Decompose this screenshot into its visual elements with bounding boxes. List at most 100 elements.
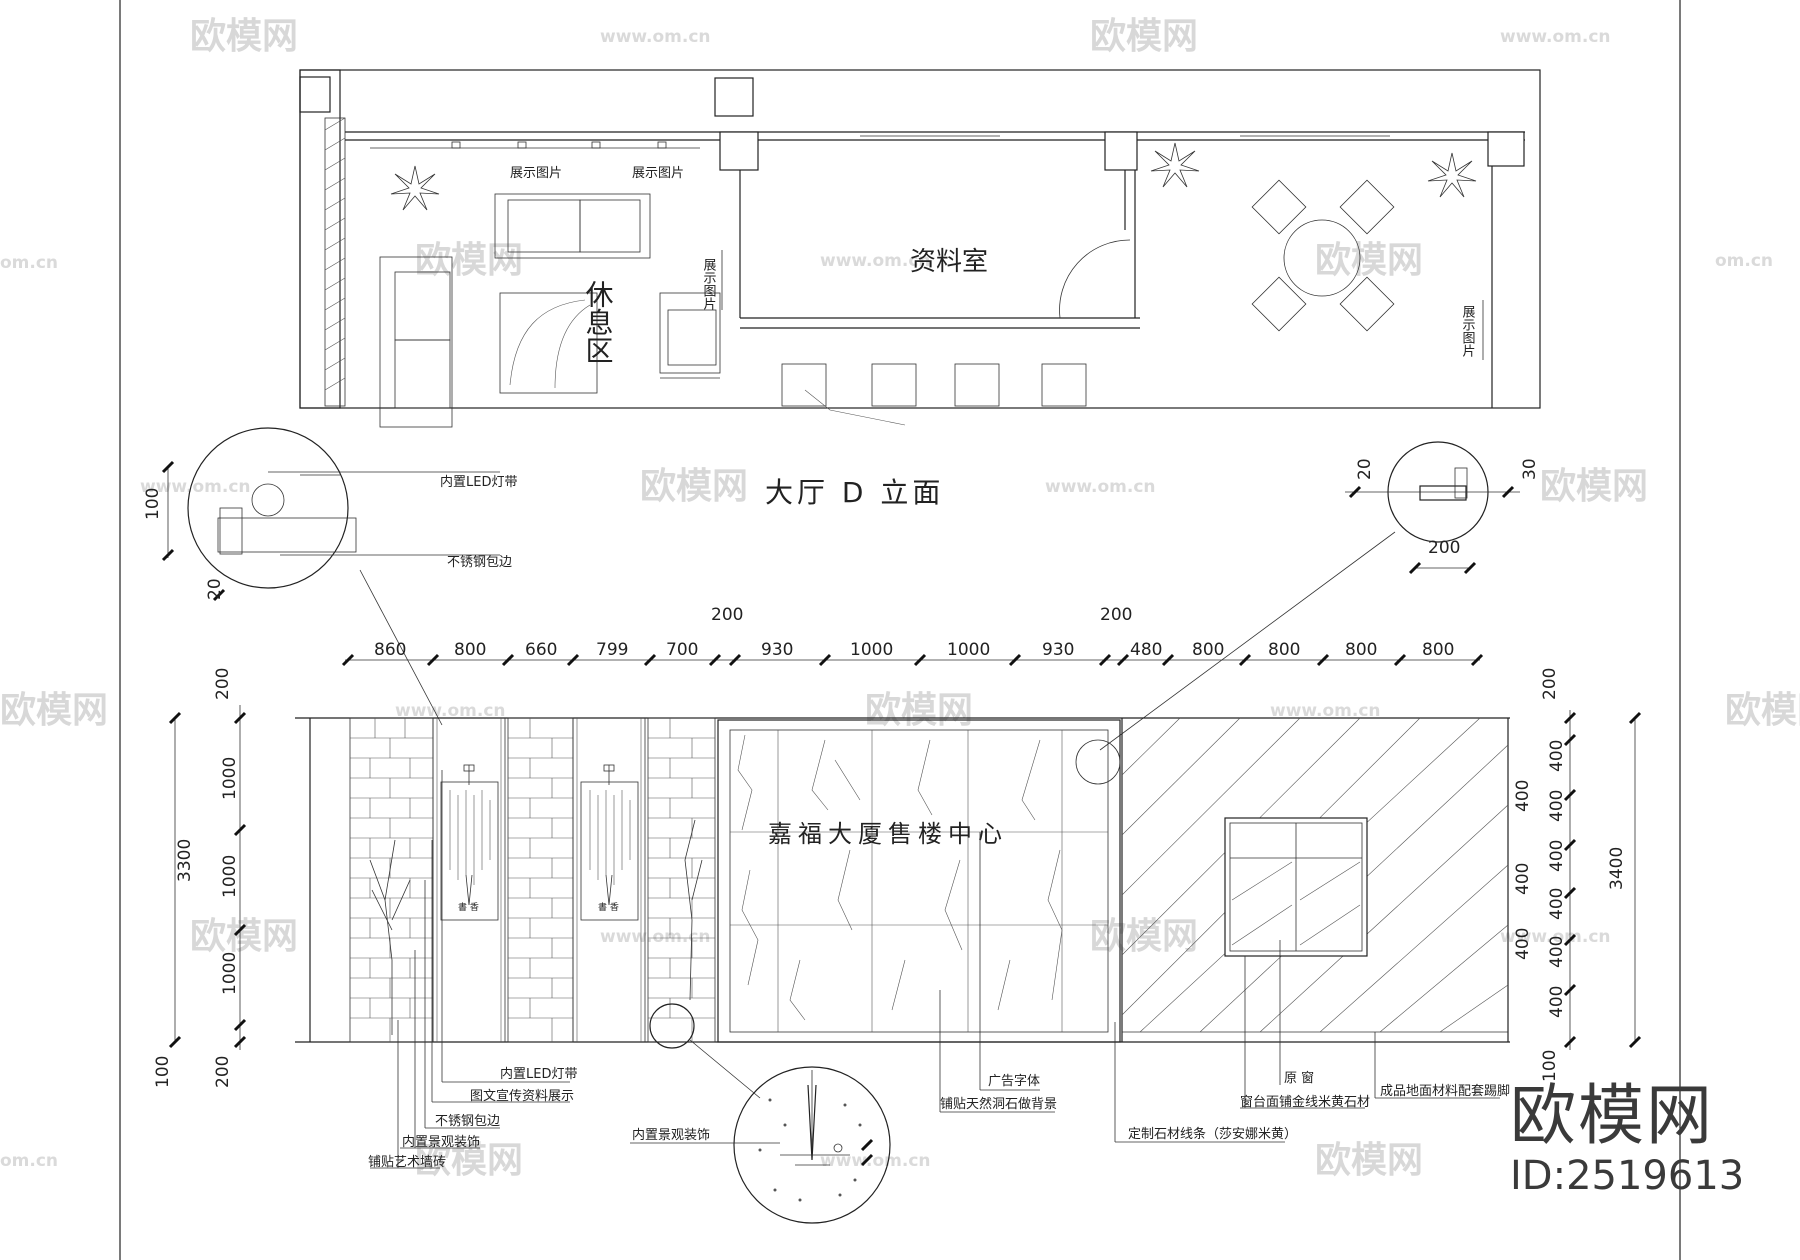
plan-display-pictures-label: 展示图片 <box>632 166 684 181</box>
dim-top: 660 <box>525 640 557 660</box>
dim-top: 480 <box>1130 640 1162 660</box>
plant-icon <box>390 165 440 211</box>
watermark-url: www.om.cn <box>600 27 711 47</box>
dim-left: 1000 <box>220 952 240 995</box>
door-swing <box>1059 239 1131 319</box>
brick-panel <box>647 717 716 1043</box>
callout-led: 内置LED灯带 <box>500 1066 577 1082</box>
plant-icon <box>1150 142 1200 188</box>
watermark-brand: 欧模网 <box>1725 690 1800 731</box>
watermark-url: www.om.cn <box>1500 27 1611 47</box>
armchair-icon <box>659 292 721 374</box>
watermark-brand: 欧模网 <box>1315 1140 1423 1181</box>
watermark-brand: 欧模网 <box>865 690 973 731</box>
dim-top: 1000 <box>850 640 893 660</box>
dim-right: 400 <box>1513 928 1533 960</box>
plan-corner-column <box>299 76 331 113</box>
callout-landscape-detail: 内置景观装饰 <box>632 1127 710 1143</box>
watermark-url: www.om.cn <box>600 927 711 947</box>
dim-left: 200 <box>213 1056 233 1088</box>
stool-icon <box>954 363 1000 407</box>
callout-brochure: 图文宣传资料展示 <box>470 1088 574 1104</box>
plan-outline <box>299 69 1541 409</box>
watermark-brand: 欧模网 <box>1090 16 1198 57</box>
callout-window-stone: 窗台面铺金线米黄石材 <box>1240 1094 1370 1110</box>
dim-right: 400 <box>1547 888 1567 920</box>
watermark-url: om.cn <box>0 253 58 273</box>
detail-dim-100: 100 <box>143 488 163 520</box>
watermark-brand: 欧模网 <box>1090 916 1198 957</box>
dim-top-extra: 200 <box>711 605 743 625</box>
detail-dim-20-right: 20 <box>1355 458 1375 480</box>
floor-plan: 展示图片 展示图片 休息区 <box>299 69 1541 428</box>
dim-top: 800 <box>1192 640 1224 660</box>
dim-right: 400 <box>1547 840 1567 872</box>
plan-column <box>1487 131 1525 167</box>
panel-small-text: 書 香 <box>598 901 619 913</box>
dim-right: 400 <box>1547 986 1567 1018</box>
plan-display-pictures-vertical: 展示图片 <box>1460 305 1476 357</box>
watermark-brand: 欧模网 <box>0 690 108 731</box>
detail-circle-bottom <box>733 1066 891 1224</box>
dim-top: 860 <box>374 640 406 660</box>
detail-dim-30: 30 <box>1520 458 1540 480</box>
watermark-brand: 欧模网 <box>1315 240 1423 281</box>
dim-left: 100 <box>153 1056 173 1088</box>
dim-top: 800 <box>1268 640 1300 660</box>
dim-left-total: 3300 <box>175 839 195 882</box>
watermark-url: www.om.cn <box>820 1151 931 1171</box>
dim-right-total: 3400 <box>1607 847 1627 890</box>
stool-icon <box>1041 363 1087 407</box>
dim-top: 800 <box>1345 640 1377 660</box>
callout-skirting: 成品地面材料配套踢脚 <box>1380 1083 1510 1099</box>
dim-right-bottom: 100 <box>1540 1050 1560 1082</box>
window <box>1224 817 1368 957</box>
callouts: 内置LED灯带 图文宣传资料展示 不锈钢包边 内置景观装饰 铺贴艺术墙砖 <box>368 770 1510 1224</box>
callout-stone-line: 定制石材线条（莎安娜米黄） <box>1128 1126 1297 1142</box>
brand-stamp: 欧模网 ID:2519613 <box>1510 1080 1800 1200</box>
detail-dim-20: 20 <box>205 578 225 600</box>
plan-rest-area-label: 休息区 <box>582 280 615 364</box>
dim-top: 930 <box>761 640 793 660</box>
dim-left: 1000 <box>220 855 240 898</box>
dim-right: 400 <box>1513 780 1533 812</box>
stone-wall <box>1121 717 1509 1042</box>
plan-display-pictures-label: 展示图片 <box>510 166 562 181</box>
detail-circle-right: 20 30 200 <box>1099 441 1540 751</box>
plan-column <box>1104 131 1138 171</box>
sign-text: 嘉福大厦售楼中心 <box>768 820 1008 848</box>
watermark-brand: 欧模网 <box>415 240 523 281</box>
callout-steel: 不锈钢包边 <box>435 1114 500 1129</box>
plan-column-top <box>714 77 754 117</box>
detail-circle-left: 内置LED灯带 不锈钢包边 100 20 <box>143 427 517 726</box>
round-table-icon <box>1251 179 1395 332</box>
watermark-url: www.om.cn <box>395 701 506 721</box>
callout-landscape: 内置景观装饰 <box>402 1134 480 1150</box>
dim-top: 930 <box>1042 640 1074 660</box>
brick-panel <box>349 717 434 1043</box>
watermark-brand: 欧模网 <box>415 1140 523 1181</box>
brand-name: 欧模网 <box>1510 1077 1714 1154</box>
dim-top: 700 <box>666 640 698 660</box>
dim-top: 1000 <box>947 640 990 660</box>
left-dimension-chain: 3300 200 1000 1000 1000 200 100 <box>153 668 247 1088</box>
brand-id: ID:2519613 <box>1510 1153 1745 1199</box>
dim-top-extra: 200 <box>1100 605 1132 625</box>
callout-art-wall: 铺贴艺术墙砖 <box>368 1155 446 1170</box>
watermark-url: om.cn <box>1715 251 1773 271</box>
watermark-layer: 欧模网 www.om.cn 欧模网 www.om.cn om.cn 欧模网 ww… <box>0 16 1800 1181</box>
dim-left: 1000 <box>220 757 240 800</box>
watermark-brand: 欧模网 <box>1540 466 1648 507</box>
display-panel: 書 香 <box>432 718 506 1042</box>
plan-display-pictures-vertical: 展示图片 <box>701 258 717 310</box>
detail-dim-200: 200 <box>1428 538 1460 558</box>
dim-top: 800 <box>454 640 486 660</box>
plan-hatched-wall <box>324 117 346 407</box>
coffee-table-icon <box>499 292 598 394</box>
dim-right: 400 <box>1513 863 1533 895</box>
dim-left: 200 <box>213 668 233 700</box>
watermark-brand: 欧模网 <box>190 16 298 57</box>
elevation-wall: 書 香 <box>295 717 1510 1043</box>
stool-icon <box>781 363 827 407</box>
